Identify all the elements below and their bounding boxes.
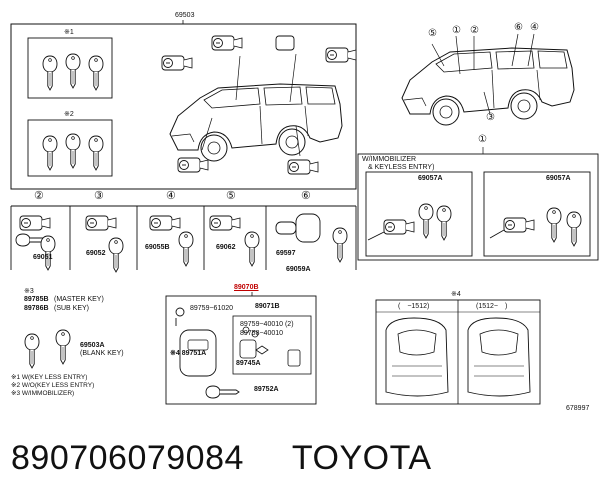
label-note1: ※1: [64, 29, 74, 36]
label-89071b: 89071B: [255, 303, 280, 310]
label-69051: 69051: [33, 254, 53, 261]
footnote-3: ※3 W/IMMOBILIZER): [11, 390, 75, 397]
callout-3-top: ③: [486, 112, 495, 123]
label-note4: ※4: [451, 291, 461, 298]
label-69503a: 69503A: [80, 342, 105, 349]
label-note3: ※3: [24, 288, 34, 295]
label-69052: 69052: [86, 250, 106, 257]
callout-4: ④: [166, 190, 176, 202]
footnotes: ※1 W(KEY LESS ENTRY) ※2 W/O(KEY LESS ENT…: [11, 374, 94, 398]
footnote-1: ※1 W(KEY LESS ENTRY): [11, 374, 88, 381]
callout-5-top: ⑤: [428, 28, 437, 39]
callout-6-top: ⑥: [514, 22, 523, 33]
label-69057a-left: 69057A: [418, 175, 443, 182]
label-immobilizer-1: W/IMMOBILIZER: [362, 156, 417, 163]
label-note2: ※2: [64, 111, 74, 118]
keyless-keys-box: [27, 37, 113, 99]
immobilizer-group-box: [357, 153, 599, 261]
label-89745a: 89745A: [236, 360, 261, 367]
label-69503a-desc: (BLANK KEY): [80, 350, 124, 357]
transmitter-box: [165, 295, 317, 405]
label-range-left: ( −1512): [398, 303, 430, 310]
standard-keys-box: [27, 119, 113, 177]
caption-part-number: 890706079084: [11, 439, 244, 477]
label-immobilizer-2: & KEYLESS ENTRY): [368, 164, 435, 171]
label-89752a: 89752A: [254, 386, 279, 393]
callout-6: ⑥: [301, 190, 311, 202]
callout-1-mid: ①: [478, 134, 487, 145]
label-range-right: (1512− ): [476, 303, 508, 310]
main-group-box: [10, 23, 357, 190]
label-69057a-right: 69057A: [546, 175, 571, 182]
label-89786b: 89786B: [24, 305, 49, 312]
label-89759-40010: 89759−40010 (2): [240, 321, 294, 328]
label-69059a: 69059A: [286, 266, 311, 273]
label-69503: 69503: [175, 12, 195, 19]
label-89759-61020: 89759−61020: [190, 305, 234, 312]
diagram-code: 678997: [566, 405, 590, 412]
footnote-2: ※2 W/O(KEY LESS ENTRY): [11, 382, 95, 389]
callout-2-top: ②: [470, 25, 479, 36]
caption-brand: TOYOTA: [291, 439, 432, 477]
label-89785b: 89785B: [24, 296, 49, 303]
callout-2: ②: [34, 190, 44, 202]
callout-4-top: ④: [530, 22, 539, 33]
vehicle-illustration: [169, 83, 343, 162]
label-89785b-desc: (MASTER KEY): [54, 296, 104, 303]
label-69062: 69062: [216, 244, 236, 251]
label-89786b-desc: (SUB KEY): [54, 305, 90, 312]
label-89758-40010: 89758−40010: [240, 330, 284, 337]
callout-3: ③: [94, 190, 104, 202]
label-89751a: ※4 89751A: [170, 350, 207, 357]
callout-1-top: ①: [452, 25, 461, 36]
label-89070-highlight[interactable]: 89070B: [234, 284, 259, 291]
callout-5: ⑤: [226, 190, 236, 202]
label-69055b: 69055B: [145, 244, 170, 251]
caption: 890706079084 TOYOTA: [11, 436, 591, 480]
label-69597: 69597: [276, 250, 296, 257]
